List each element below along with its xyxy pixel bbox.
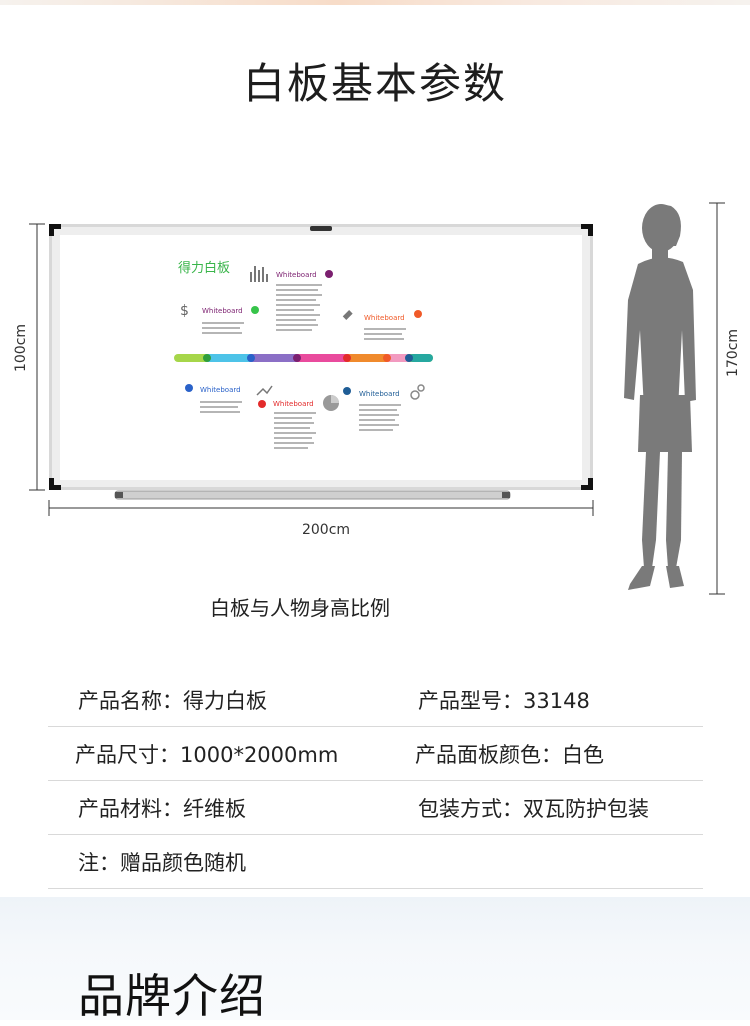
gears-icon bbox=[410, 384, 425, 400]
board-label-6: Whiteboard bbox=[359, 390, 400, 398]
board-brand-text: 得力白板 bbox=[178, 260, 230, 276]
dollar-icon: $ bbox=[180, 303, 189, 319]
satellite-icon bbox=[342, 310, 353, 320]
brand-section-title: 品牌介绍 bbox=[78, 969, 266, 1023]
board-proportion-figure: 得力白板 Whiteboard $ Whiteboard Whiteboard bbox=[13, 202, 741, 595]
board-label-4: Whiteboard bbox=[200, 386, 241, 394]
spec-row: 产品尺寸：1000*2000mm 产品面板颜色：白色 bbox=[48, 727, 703, 781]
board-text-blocks bbox=[200, 284, 406, 449]
spec-material: 产品材料：纤维板 bbox=[78, 797, 246, 821]
top-decor-strip bbox=[0, 0, 750, 5]
spec-packaging: 包装方式：双瓦防护包装 bbox=[418, 797, 649, 821]
person-height-label: 170cm bbox=[725, 328, 741, 378]
page-title: 白板基本参数 bbox=[242, 59, 507, 108]
figure-caption: 白板与人物身高比例 bbox=[210, 596, 390, 620]
pie-icon bbox=[323, 395, 339, 411]
person-height-dimension bbox=[709, 202, 725, 595]
spec-panel-color: 产品面板颜色：白色 bbox=[415, 743, 604, 767]
width-dimension bbox=[48, 500, 594, 516]
width-label: 200cm bbox=[301, 522, 351, 538]
bar-chart-icon bbox=[250, 266, 268, 282]
board-label-5: Whiteboard bbox=[273, 400, 314, 408]
height-dimension bbox=[29, 223, 45, 491]
board-label-3: Whiteboard bbox=[364, 314, 405, 322]
board-timeline bbox=[174, 354, 433, 362]
spec-table: 产品名称：得力白板 产品型号：33148 产品尺寸：1000*2000mm 产品… bbox=[48, 673, 703, 889]
height-label: 100cm bbox=[13, 323, 29, 373]
spec-row: 产品材料：纤维板 包装方式：双瓦防护包装 bbox=[48, 781, 703, 835]
board-label-1: Whiteboard bbox=[276, 271, 317, 279]
spec-row: 产品名称：得力白板 产品型号：33148 bbox=[48, 673, 703, 727]
brand-section-background bbox=[0, 897, 750, 1020]
spec-size: 产品尺寸：1000*2000mm bbox=[75, 743, 339, 767]
person-silhouette bbox=[624, 204, 696, 590]
board-label-2: Whiteboard bbox=[202, 307, 243, 315]
whiteboard: 得力白板 Whiteboard $ Whiteboard Whiteboard bbox=[49, 224, 593, 500]
spec-product-name: 产品名称：得力白板 bbox=[78, 689, 267, 713]
spec-note: 注：赠品颜色随机 bbox=[78, 851, 246, 875]
spec-row: 注：赠品颜色随机 bbox=[48, 835, 703, 889]
trend-icon bbox=[256, 385, 273, 396]
figure-svg: 得力白板 Whiteboard $ Whiteboard Whiteboard bbox=[29, 202, 725, 595]
spec-model: 产品型号：33148 bbox=[418, 689, 590, 713]
